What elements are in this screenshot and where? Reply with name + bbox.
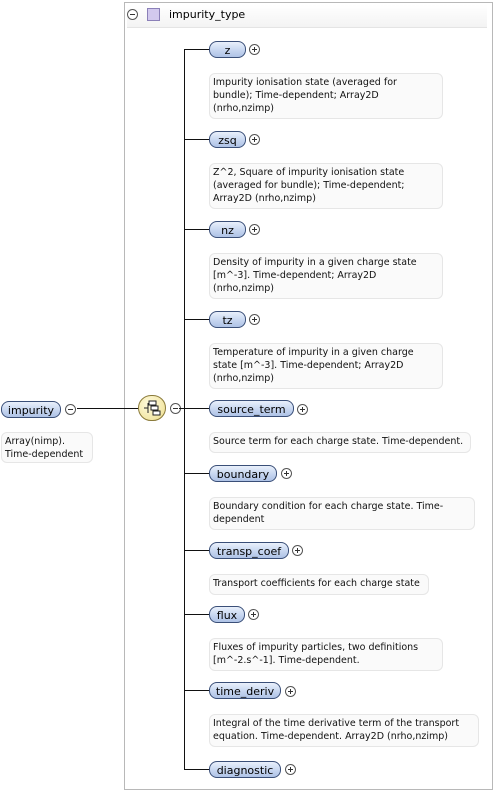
branch-line-transp-coef	[184, 550, 209, 551]
expand-nz-icon[interactable]	[249, 224, 260, 235]
branch-line-diagnostic	[184, 769, 209, 770]
branch-line-flux	[184, 614, 209, 615]
element-time-deriv[interactable]: time_deriv	[209, 682, 281, 699]
description-tz: Temperature of impurity in a given charg…	[209, 343, 443, 389]
expand-transp-coef-icon[interactable]	[292, 545, 303, 556]
description-transp-coef: Transport coefficients for each charge s…	[209, 574, 429, 595]
branch-line-source-term	[179, 408, 209, 409]
description-z: Impurity ionisation state (averaged for …	[209, 73, 443, 119]
root-description: Array(nimp). Time-dependent	[1, 432, 93, 463]
description-source-term: Source term for each charge state. Time-…	[209, 432, 471, 453]
description-nz: Density of impurity in a given charge st…	[209, 253, 443, 299]
spine-top-curve	[184, 49, 185, 59]
element-source-term[interactable]: source_term	[209, 400, 294, 417]
complex-type-header	[127, 5, 487, 28]
expand-time-deriv-icon[interactable]	[285, 686, 296, 697]
element-boundary[interactable]: boundary	[209, 465, 277, 482]
expand-source-term-icon[interactable]	[297, 404, 308, 415]
connector-line	[77, 408, 139, 409]
description-zsq: Z^2, Square of impurity ionisation state…	[209, 163, 443, 209]
expand-zsq-icon[interactable]	[249, 134, 260, 145]
branch-line-zsq	[184, 139, 209, 140]
description-boundary: Boundary condition for each charge state…	[209, 497, 475, 530]
expand-tz-icon[interactable]	[249, 314, 260, 325]
expand-flux-icon[interactable]	[248, 609, 259, 620]
expand-diagnostic-icon[interactable]	[285, 764, 296, 775]
root-element-impurity[interactable]: impurity	[1, 401, 61, 418]
element-nz[interactable]: nz	[209, 221, 246, 238]
element-tz[interactable]: tz	[209, 311, 246, 328]
collapse-root-icon[interactable]	[65, 404, 76, 415]
description-flux: Fluxes of impurity particles, two defini…	[209, 638, 443, 671]
branch-line-z	[184, 49, 209, 50]
collapse-type-icon[interactable]	[127, 9, 138, 20]
element-transp-coef[interactable]: transp_coef	[209, 542, 289, 559]
element-z[interactable]: z	[209, 41, 246, 58]
branch-line-tz	[184, 319, 209, 320]
branch-line-time-deriv	[184, 690, 209, 691]
description-time-deriv: Integral of the time derivative term of …	[209, 714, 479, 747]
element-flux[interactable]: flux	[209, 606, 245, 623]
expand-boundary-icon[interactable]	[281, 468, 292, 479]
element-diagnostic[interactable]: diagnostic	[209, 761, 281, 778]
sequence-spine-line	[184, 59, 185, 769]
sequence-compositor-icon[interactable]	[138, 395, 166, 421]
complex-type-icon	[147, 8, 160, 21]
expand-z-icon[interactable]	[249, 44, 260, 55]
branch-line-boundary	[184, 473, 209, 474]
complex-type-box	[124, 2, 493, 790]
element-zsq[interactable]: zsq	[209, 131, 246, 148]
branch-line-nz	[184, 229, 209, 230]
complex-type-title: impurity_type	[169, 8, 246, 21]
